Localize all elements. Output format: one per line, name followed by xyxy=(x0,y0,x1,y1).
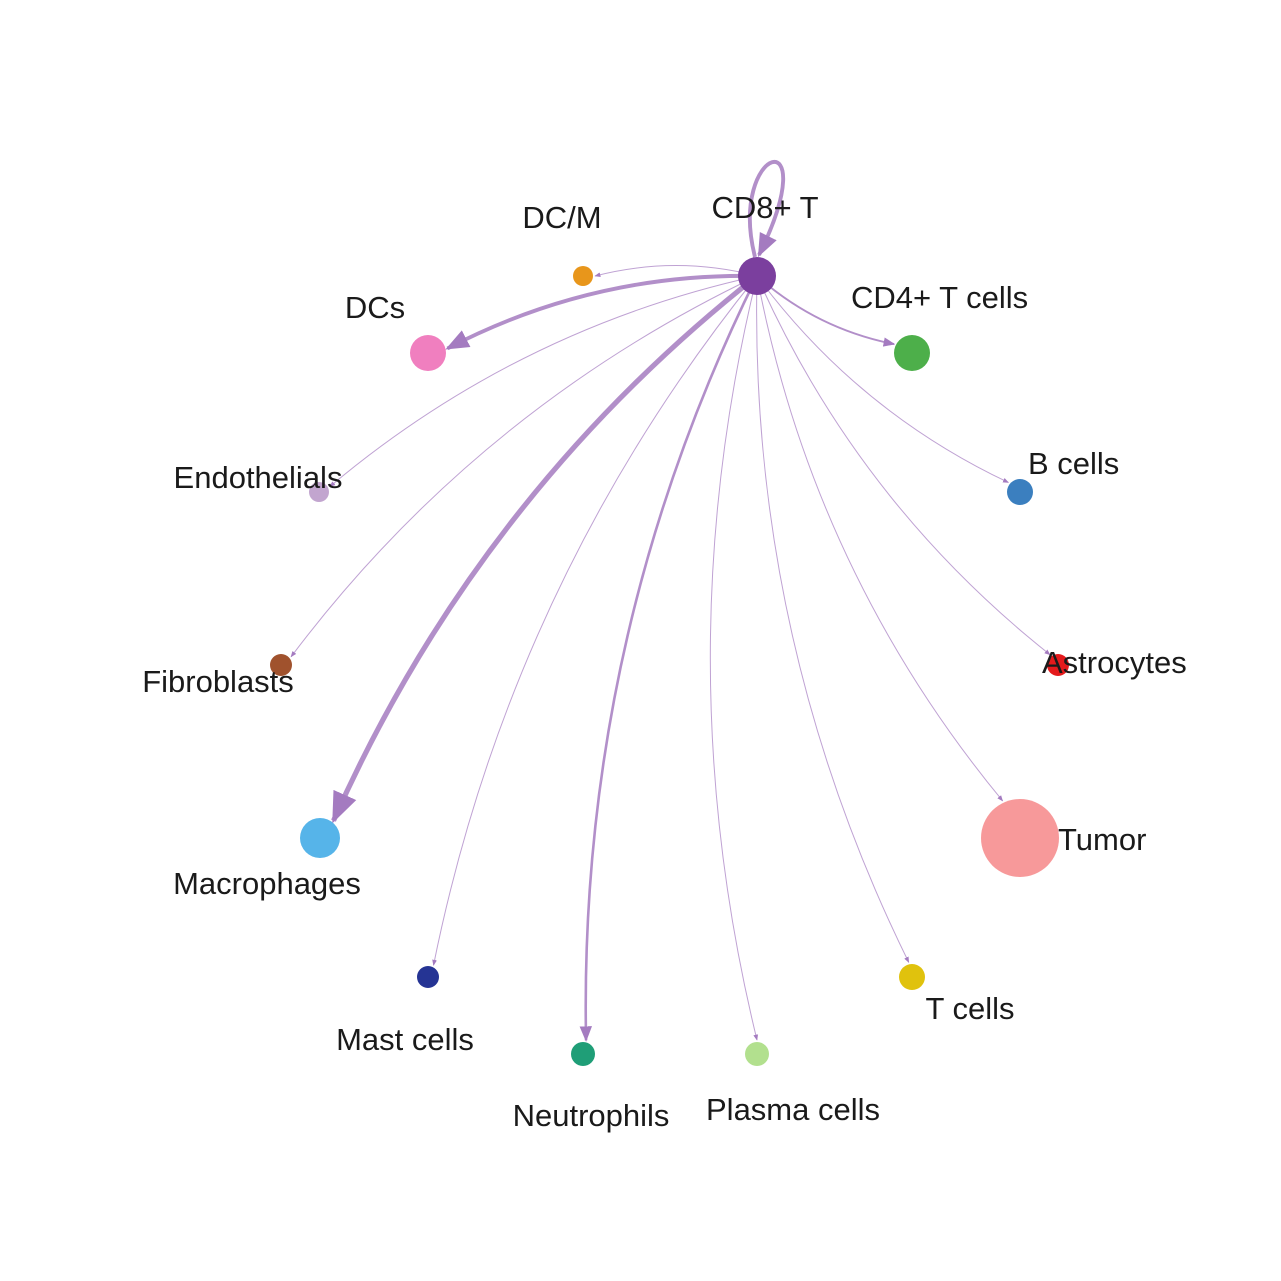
node-label-dcs: DCs xyxy=(345,290,405,325)
edge-cd8t-to-endo xyxy=(329,275,758,488)
edge-cd8t-to-macro xyxy=(331,273,759,824)
edge-cd8t-to-tcell xyxy=(756,275,910,963)
edge-cd8t-to-mast xyxy=(432,275,758,966)
node-label-astro: Astrocytes xyxy=(1042,645,1187,680)
node-fibro xyxy=(270,654,292,676)
node-macro xyxy=(300,818,340,858)
node-cd8t xyxy=(738,257,776,295)
node-label-cd8t: CD8+ T xyxy=(711,190,818,225)
node-label-bcell: B cells xyxy=(1028,446,1119,481)
node-dcs xyxy=(410,335,446,371)
edge-cd8t-to-plasma xyxy=(709,275,759,1041)
edges-layer xyxy=(290,160,1051,1042)
node-plasma xyxy=(745,1042,769,1066)
node-bcell xyxy=(1007,479,1033,505)
edge-cd8t-to-dcs xyxy=(445,273,758,351)
edge-cd8t-to-bcell xyxy=(756,275,1009,483)
node-label-mast: Mast cells xyxy=(336,1022,474,1057)
node-label-fibro: Fibroblasts xyxy=(142,664,294,699)
node-label-cd4: CD4+ T cells xyxy=(851,280,1028,315)
node-label-plasma: Plasma cells xyxy=(706,1092,880,1127)
node-mast xyxy=(417,966,439,988)
node-endo xyxy=(309,482,329,502)
node-label-tcell: T cells xyxy=(925,991,1014,1026)
edge-cd8t-to-tumor xyxy=(756,275,1004,802)
node-label-tumor: Tumor xyxy=(1058,822,1146,857)
node-tcell xyxy=(899,964,925,990)
node-dcm xyxy=(573,266,593,286)
node-tumor xyxy=(981,799,1059,877)
node-label-endo: Endothelials xyxy=(174,460,343,495)
node-neut xyxy=(571,1042,595,1066)
edge-cd8t-to-cd8t xyxy=(748,160,786,258)
edge-cd8t-to-fibro xyxy=(290,275,758,658)
node-label-neut: Neutrophils xyxy=(513,1098,670,1133)
edge-cd8t-to-astro xyxy=(756,275,1051,656)
nodes-layer xyxy=(270,257,1069,1066)
node-label-macro: Macrophages xyxy=(173,866,361,901)
edge-cd8t-to-neut xyxy=(579,275,759,1042)
edge-cd8t-to-dcm xyxy=(594,265,758,277)
node-astro xyxy=(1047,654,1069,676)
node-cd4 xyxy=(894,335,930,371)
node-label-dcm: DC/M xyxy=(522,200,601,235)
